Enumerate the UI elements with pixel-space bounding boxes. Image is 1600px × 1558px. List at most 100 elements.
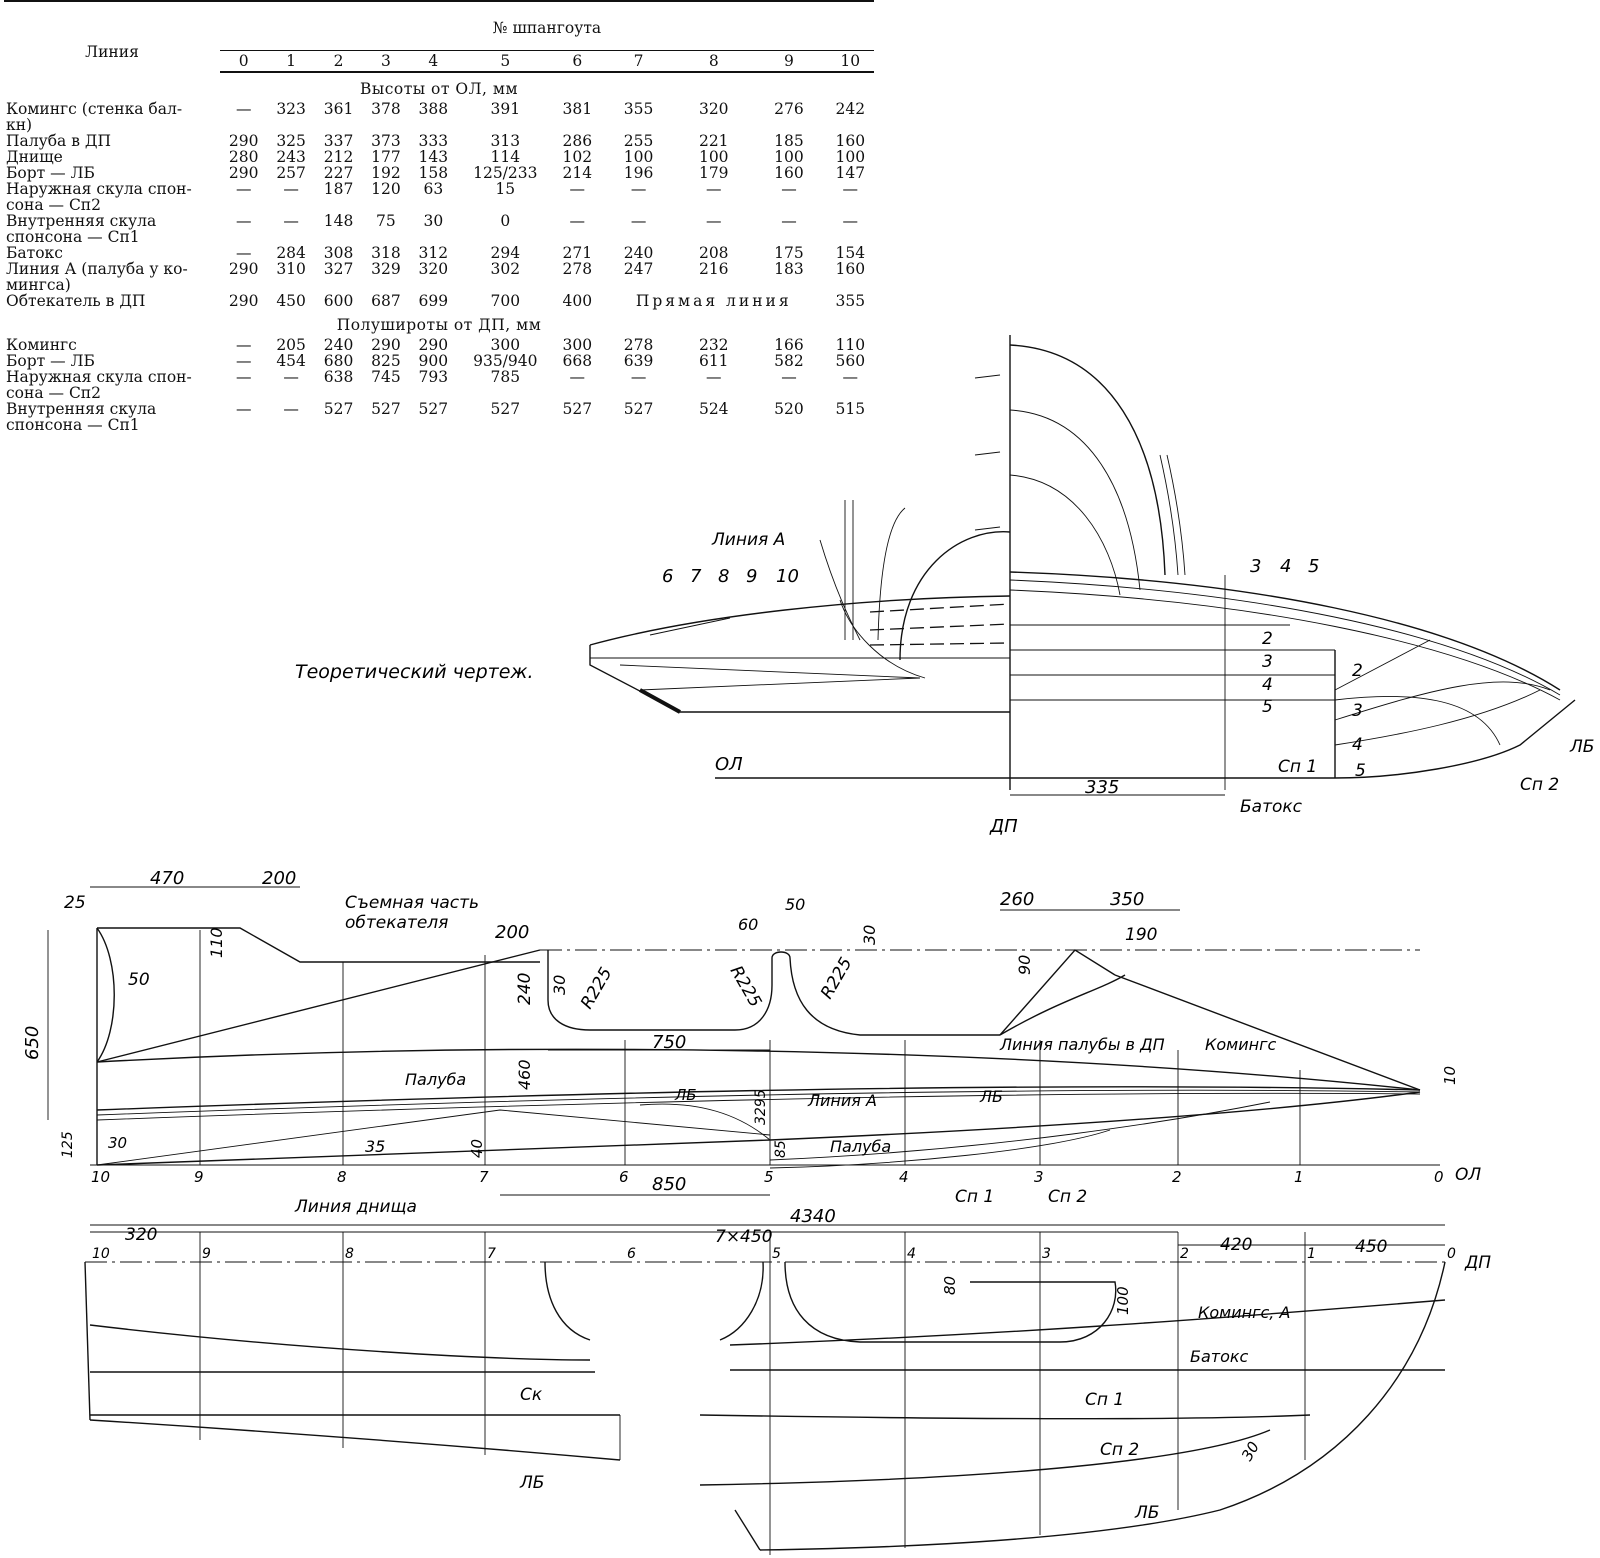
body-frame-8: 8: [718, 566, 729, 587]
table-cell: 271: [562, 244, 593, 262]
profile-frame-label-5: 5: [764, 1168, 774, 1186]
dim-85: 85: [773, 1140, 789, 1158]
body-linia-a: Линия А: [711, 530, 785, 550]
plan-batoks: Батокс: [1190, 1347, 1249, 1366]
table-cell: 700: [490, 292, 521, 310]
dim-125: 125: [60, 1131, 76, 1158]
table-cell: 30: [423, 212, 444, 230]
dim-30b: 30: [860, 925, 879, 945]
fairing-stern-arc: [96, 927, 115, 1063]
fairing-frame-arc: [1009, 409, 1141, 591]
table-cell: 381: [562, 100, 593, 118]
buttock-curve: [1334, 689, 1541, 746]
lb-curve: [639, 1103, 771, 1141]
table-cell: 373: [371, 132, 401, 150]
dim-25: 25: [64, 893, 86, 913]
plan-dim-320: 320: [125, 1225, 157, 1245]
table-cell: —: [235, 244, 252, 262]
dim-260: 260: [1000, 889, 1034, 910]
body-wl-3: 3: [1262, 652, 1273, 672]
table-cell: 300: [490, 336, 521, 354]
plan-sp1: [699, 1414, 1311, 1420]
table-cell: 242: [835, 100, 866, 118]
table-cell: 355: [835, 292, 866, 310]
hidden-line: [869, 603, 1011, 613]
table-cell: 232: [698, 336, 729, 354]
row-label-line: Палуба в ДП: [6, 132, 111, 150]
dim-240: 240: [515, 973, 535, 1005]
body-frame-7: 7: [690, 566, 702, 587]
dim-190: 190: [1125, 925, 1157, 945]
table-cell: 205: [276, 336, 306, 354]
plan-dim-100: 100: [1114, 1286, 1132, 1315]
table-cell: —: [842, 368, 859, 386]
table-cell: 560: [835, 352, 866, 370]
table-cell: —: [569, 212, 586, 230]
table-cell: —: [781, 368, 797, 386]
table-cell: 160: [774, 164, 804, 182]
table-cell: 294: [490, 244, 521, 262]
row-label-line: Наружная скула спон-: [6, 180, 192, 198]
body-bow-frame-5: 5: [1308, 556, 1319, 577]
table-cell: —: [235, 336, 252, 354]
row-label-line: сона — Сп2: [6, 196, 101, 214]
table-cell: 680: [323, 352, 354, 370]
body-bt-4: 4: [1352, 735, 1363, 755]
body-plan: [589, 335, 1576, 796]
table-cell: —: [283, 400, 299, 418]
bow-deck-line: [1009, 579, 1561, 696]
table-cell: 302: [490, 260, 521, 278]
plan-lb-bow: [759, 1261, 1446, 1551]
coaming-bow: [1114, 974, 1421, 1091]
table-cell: 337: [323, 132, 354, 150]
table-cell: 391: [490, 100, 521, 118]
dim-10: 10: [1441, 1066, 1459, 1085]
table-cell: 333: [418, 132, 449, 150]
profile-frame-label-8: 8: [337, 1168, 347, 1186]
buttock-curve: [1334, 696, 1501, 746]
table-cell: 361: [323, 100, 354, 118]
deck-line: [96, 1086, 1421, 1111]
plan-lb2: ЛБ: [1134, 1503, 1159, 1523]
table-cell: 240: [323, 336, 354, 354]
plan-dim-80: 80: [941, 1276, 959, 1295]
profile-frame-label-1: 1: [1294, 1168, 1304, 1186]
table-cell: —: [235, 180, 252, 198]
plan-sp2: Сп 2: [1100, 1440, 1139, 1460]
dim-r225c: R225: [817, 954, 856, 1002]
row-label: Борт — ЛБ: [4, 353, 220, 369]
stern-deck-line: [589, 595, 1011, 646]
fairing-slope: [96, 949, 541, 1063]
table-cell: —: [630, 368, 647, 386]
row-label: Обтекатель в ДП: [4, 293, 220, 309]
frame-number-5: 5: [457, 50, 554, 73]
table-cell: 290: [418, 336, 449, 354]
body-batoks: Батокс: [1240, 797, 1303, 817]
profile-frame-label-3: 3: [1034, 1168, 1044, 1186]
plan-lb1: ЛБ: [519, 1473, 544, 1493]
dim-50: 50: [128, 970, 150, 990]
table-cell: 699: [418, 292, 449, 310]
table-cell: 63: [423, 180, 444, 198]
plan-sp2: [699, 1429, 1271, 1486]
plan-coaming-bow: [729, 1299, 1446, 1346]
table-cell: 187: [323, 180, 354, 198]
table-cell: 745: [371, 368, 401, 386]
plan-dp: ДП: [1464, 1253, 1491, 1273]
section-halfbreadths: Полушироты от ДП, мм: [4, 309, 874, 337]
fairing-frame-arc: [1009, 474, 1121, 596]
table-cell: 785: [490, 368, 521, 386]
row-label-line: кн): [6, 116, 33, 134]
row-label-line: Внутренняя скула: [6, 212, 157, 230]
table-cell: 214: [562, 164, 593, 182]
profile-frame-label-0: 0: [1434, 1168, 1444, 1186]
section-heights: Высоты от ОЛ, мм: [4, 72, 874, 101]
plan-dim-7x450: 7×450: [715, 1227, 773, 1247]
label-linia-a: Линия А: [807, 1091, 877, 1110]
table-cell: —: [781, 212, 797, 230]
